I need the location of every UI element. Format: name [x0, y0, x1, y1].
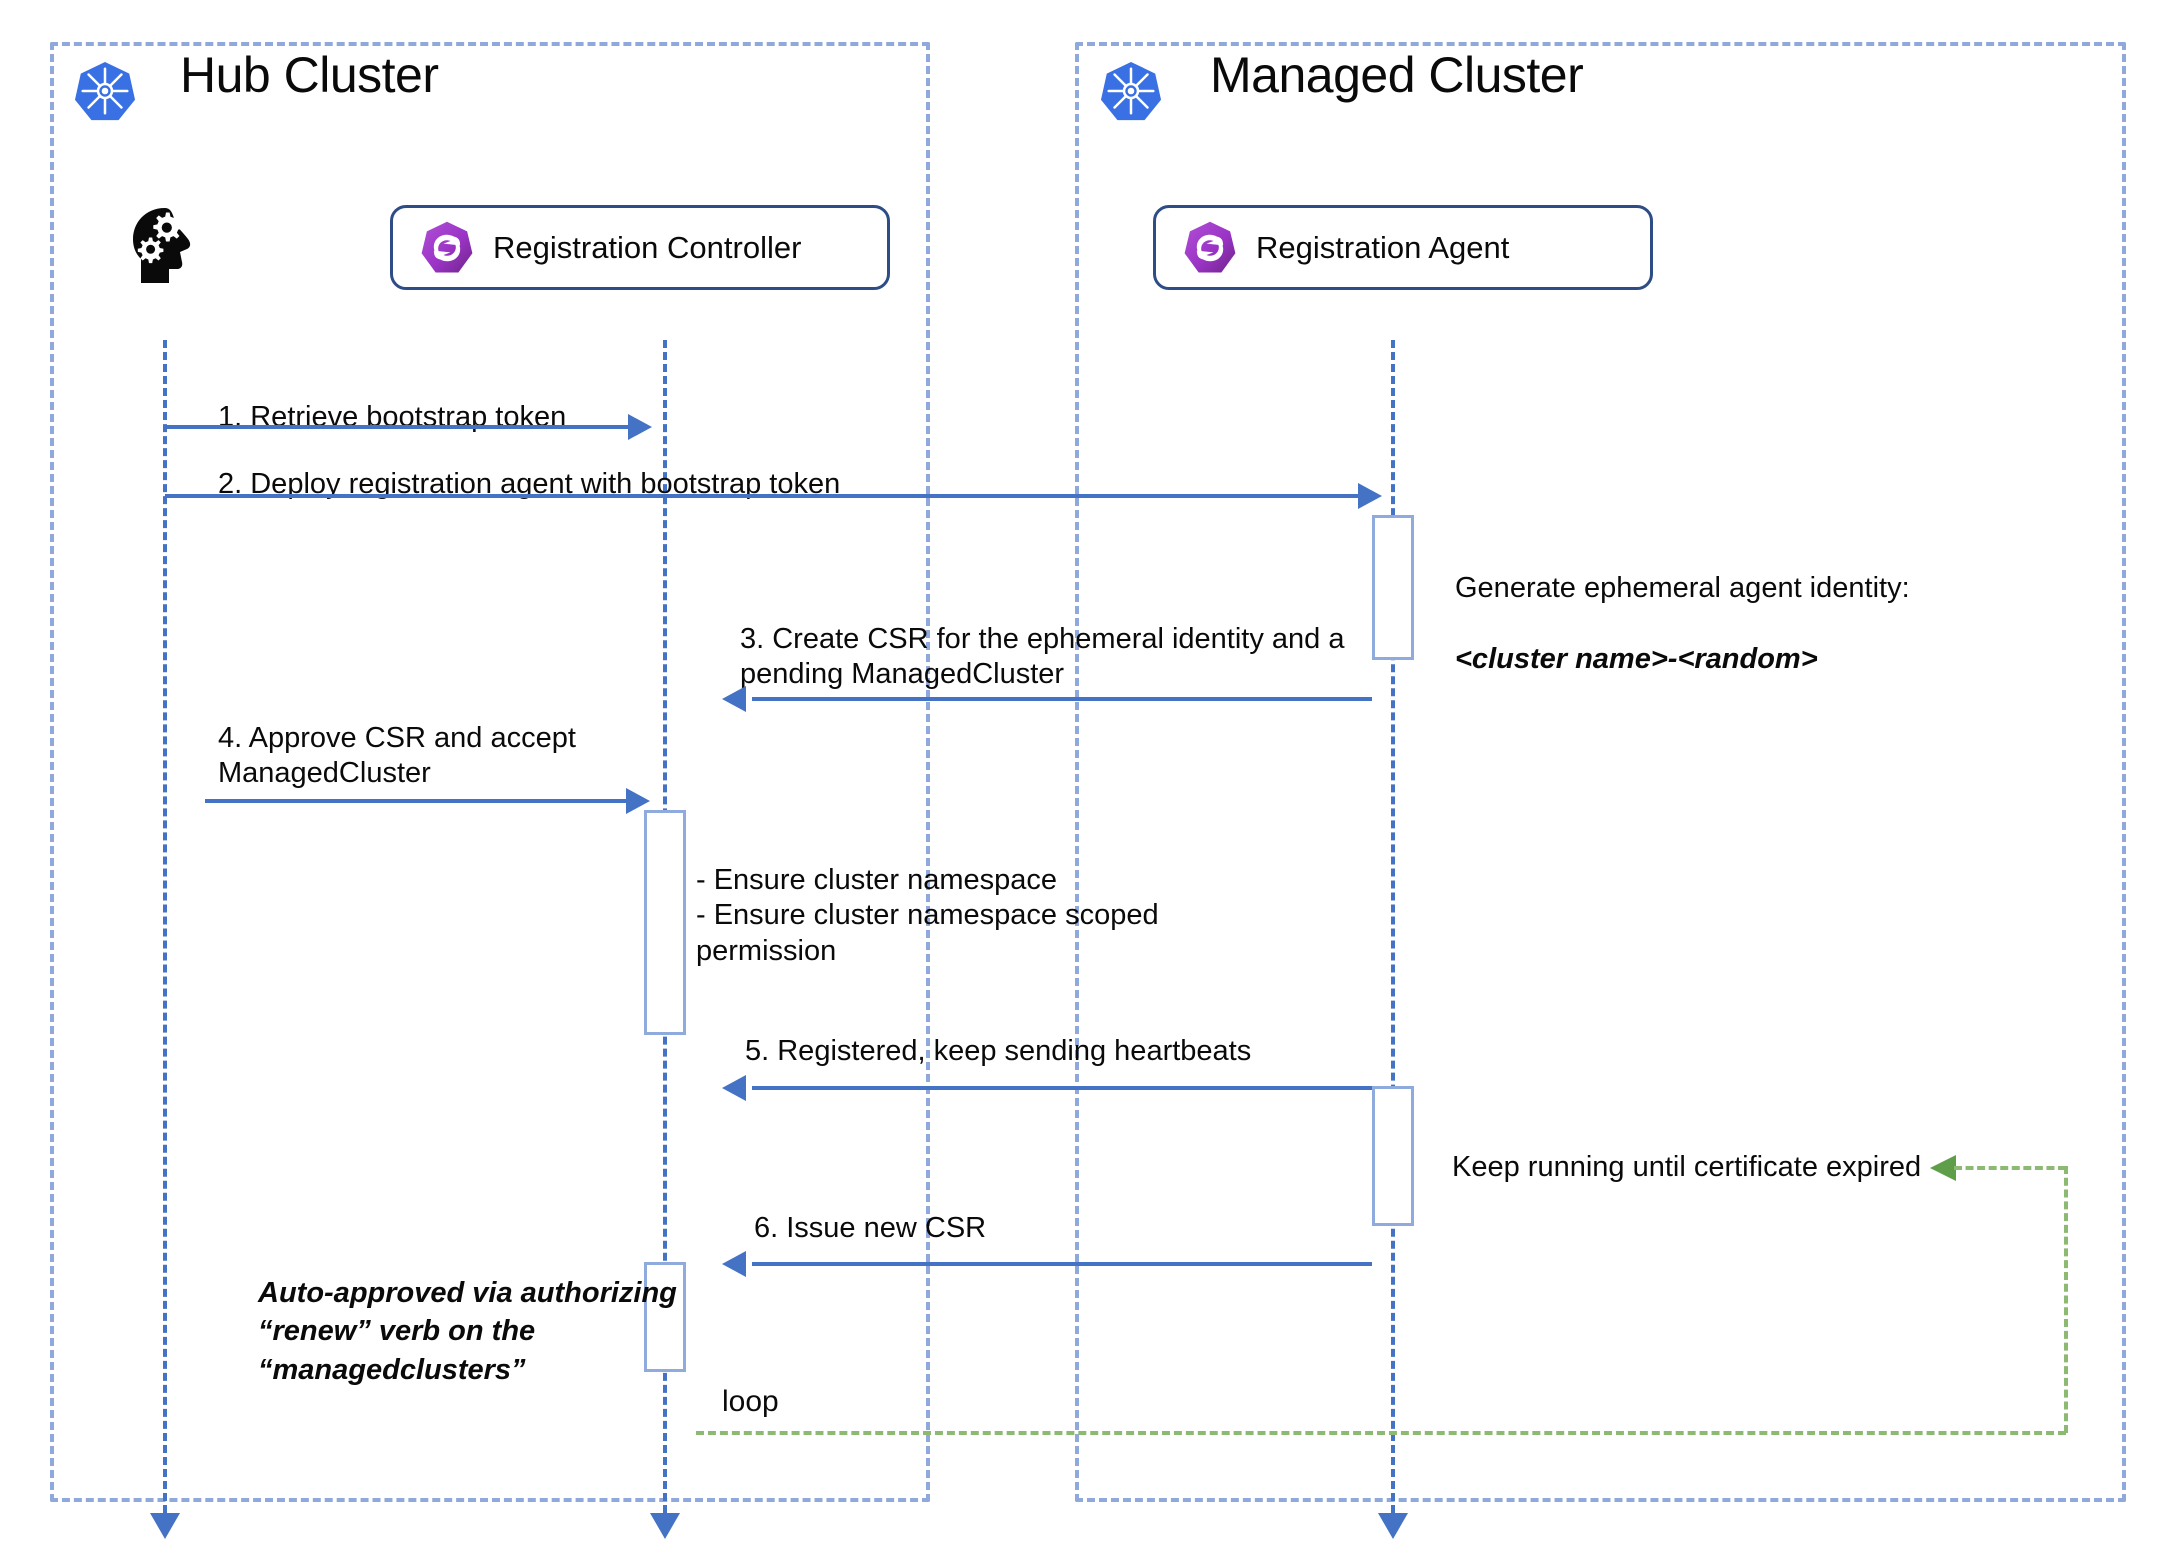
loop-label: loop — [722, 1385, 779, 1418]
head-with-gears-icon — [125, 205, 205, 293]
participant-registration-agent[interactable]: Registration Agent — [1153, 205, 1653, 290]
message-5-arrowhead — [722, 1075, 746, 1101]
managed-cluster-frame — [1075, 42, 2126, 1502]
note-ephemeral-identity: Generate ephemeral agent identity: <clus… — [1455, 536, 1910, 713]
message-3-line — [752, 697, 1372, 701]
message-2-arrowhead — [1358, 483, 1382, 509]
participant-registration-controller[interactable]: Registration Controller — [390, 205, 890, 290]
note-line-2: <cluster name>-<random> — [1455, 643, 1818, 676]
message-4-line — [205, 799, 628, 803]
kubernetes-icon — [1100, 60, 1162, 122]
lifeline-end-arrow — [1378, 1513, 1408, 1539]
ocm-icon — [1182, 220, 1238, 276]
activation-agent-identity — [1372, 515, 1414, 660]
loop-top-segment — [1954, 1166, 2066, 1170]
participant-label: Registration Agent — [1256, 229, 1510, 265]
note-ensure-namespace: - Ensure cluster namespace - Ensure clus… — [696, 864, 1159, 967]
kubernetes-icon — [74, 60, 136, 122]
message-5-line — [752, 1086, 1372, 1090]
message-6-label: 6. Issue new CSR — [754, 1212, 987, 1244]
note-keep-running: Keep running until certificate expired — [1452, 1151, 1922, 1183]
lifeline-actor — [163, 340, 167, 1513]
note-line-1: Generate ephemeral agent identity: — [1455, 572, 1910, 605]
message-3-label: 3. Create CSR for the ephemeral identity… — [740, 623, 1345, 691]
activation-controller-autoapprove — [644, 1262, 686, 1372]
message-2-line — [165, 494, 1360, 498]
message-1-arrowhead — [628, 414, 652, 440]
loop-right-segment — [2064, 1166, 2068, 1433]
hub-cluster-title: Hub Cluster — [180, 47, 439, 103]
message-3-arrowhead — [722, 686, 746, 712]
hub-cluster-frame — [50, 42, 930, 1502]
note-auto-approved: Auto-approved via authorizing “renew” ve… — [258, 1277, 677, 1386]
message-6-arrowhead — [722, 1251, 746, 1277]
message-1-line — [165, 425, 630, 429]
message-5-label: 5. Registered, keep sending heartbeats — [745, 1035, 1252, 1067]
message-4-arrowhead — [626, 788, 650, 814]
message-4-label: 4. Approve CSR and accept ManagedCluster — [218, 722, 576, 790]
lifeline-registration-agent — [1391, 340, 1395, 1513]
activation-controller-namespace — [644, 810, 686, 1035]
lifeline-end-arrow — [650, 1513, 680, 1539]
message-1-label: 1. Retrieve bootstrap token — [218, 401, 567, 433]
lifeline-end-arrow — [150, 1513, 180, 1539]
ocm-icon — [419, 220, 475, 276]
message-6-line — [752, 1262, 1372, 1266]
participant-label: Registration Controller — [493, 229, 802, 265]
loop-arrowhead — [1930, 1155, 1956, 1181]
loop-bottom-segment — [696, 1431, 2066, 1435]
managed-cluster-title: Managed Cluster — [1210, 47, 1584, 103]
activation-agent-running — [1372, 1086, 1414, 1226]
